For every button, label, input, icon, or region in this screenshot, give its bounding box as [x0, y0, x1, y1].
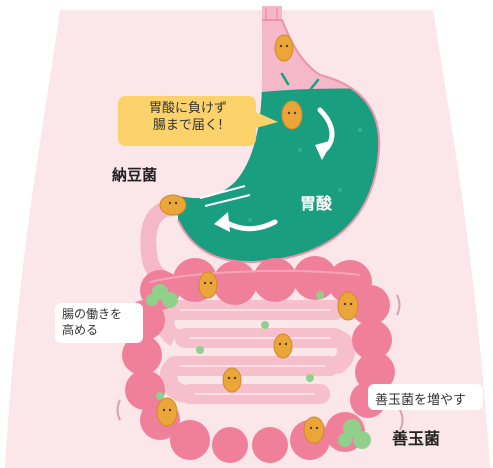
callout-line-2: 腸まで届く! — [124, 117, 252, 134]
good-bacteria-label: 善玉菌 — [392, 425, 440, 449]
stomach-acid-label: 胃酸 — [300, 190, 332, 214]
intestine-label-line-2: 高める — [62, 322, 122, 338]
intestine-label-line-1: 腸の働きを — [62, 306, 122, 322]
intestine-function-label: 腸の働きを 高める — [62, 306, 122, 338]
natto-bacteria-label: 納豆菌 — [112, 164, 157, 185]
increase-good-bacteria-label: 善玉菌を増やす — [375, 389, 466, 408]
callout-line-1: 胃酸に負けず — [124, 100, 252, 117]
callout-text: 胃酸に負けず 腸まで届く! — [124, 100, 252, 134]
